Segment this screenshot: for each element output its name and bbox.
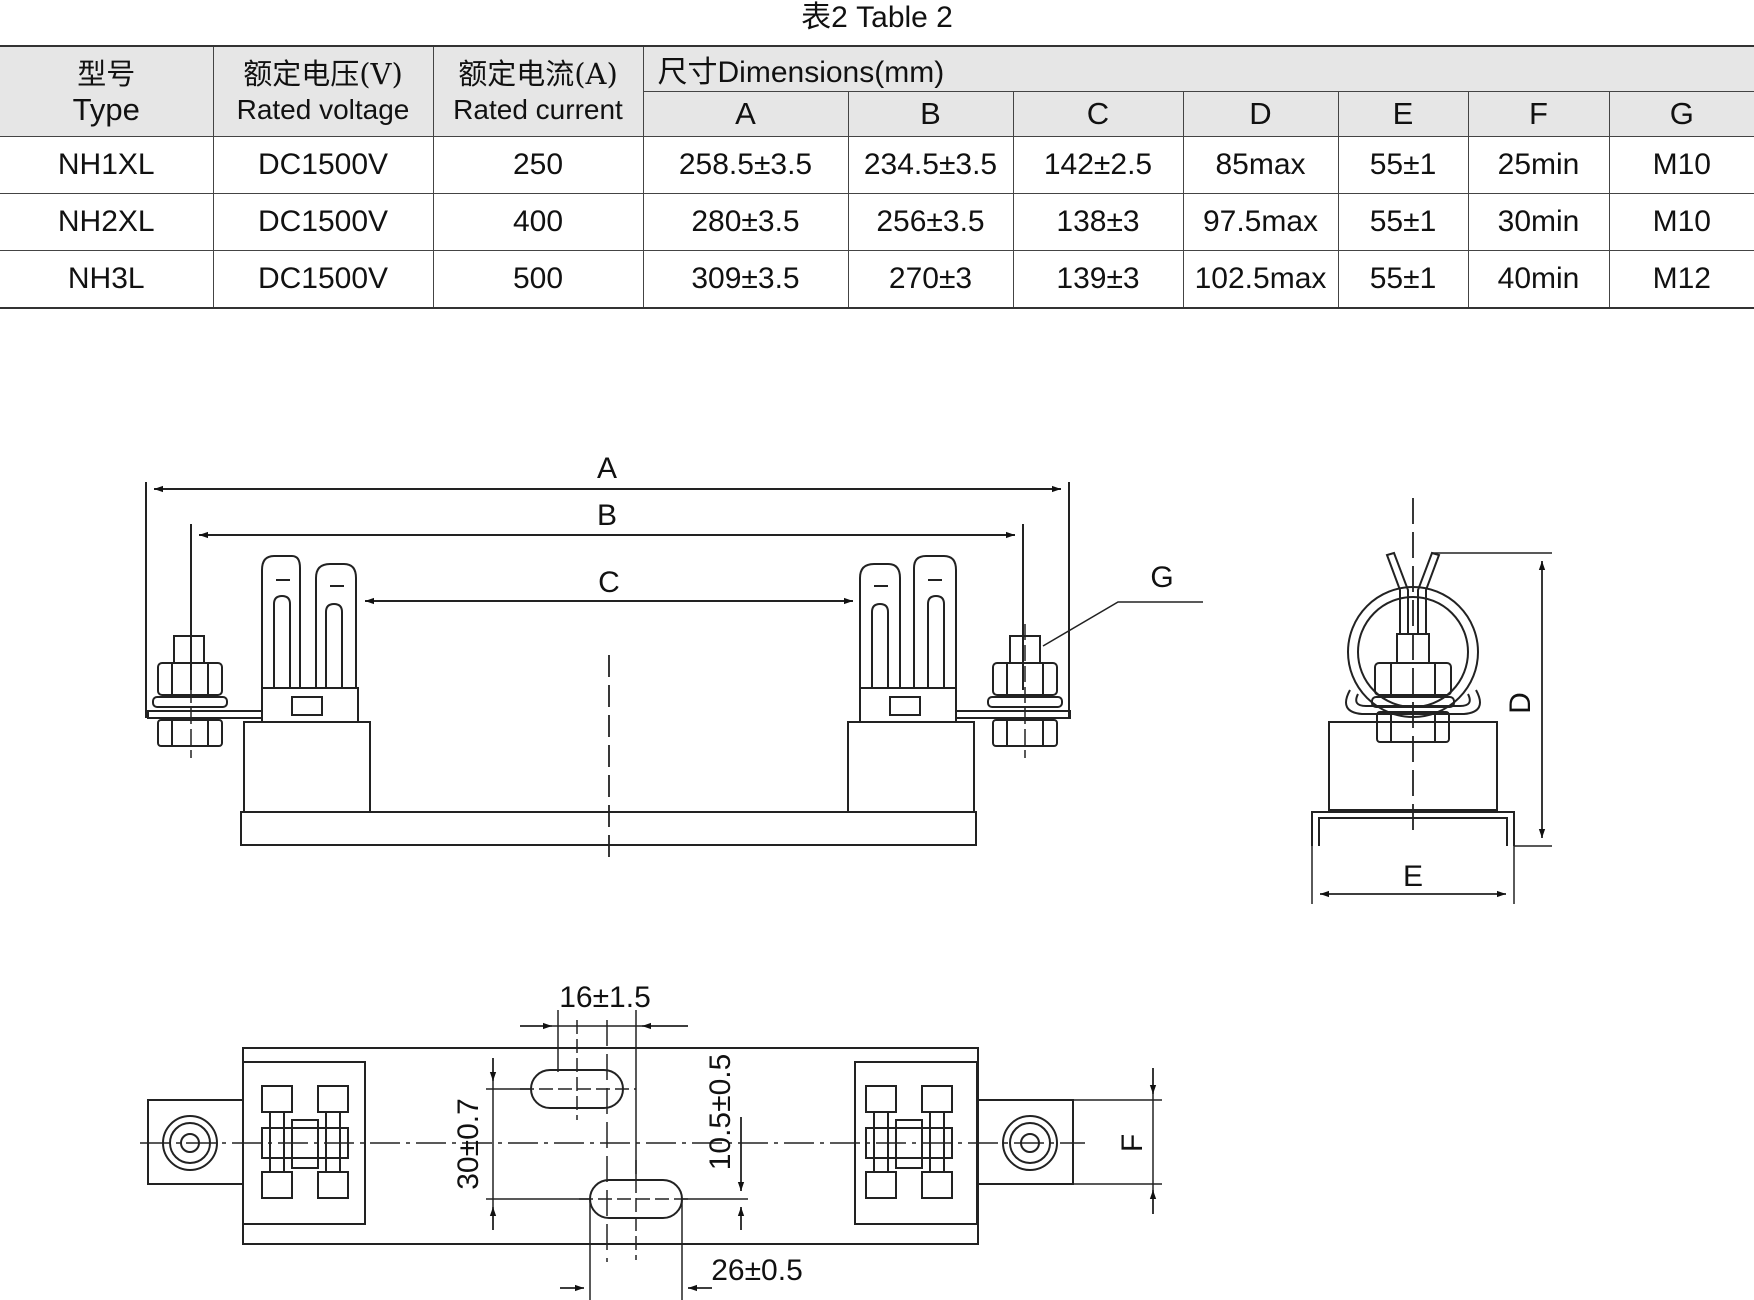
current-header: 额定电流(A) Rated current (432, 45, 644, 137)
top-view (140, 1010, 1162, 1300)
cell-g: M10 (1608, 193, 1754, 251)
cell-g: M12 (1608, 250, 1754, 309)
cell-f: 40min (1467, 250, 1610, 309)
label-e: E (1403, 860, 1423, 893)
dim-col-e: E (1337, 91, 1469, 137)
dim-col-c: C (1012, 91, 1184, 137)
cell-a: 309±3.5 (642, 250, 849, 309)
label-slot-spacing: 30±0.7 (452, 1098, 485, 1190)
right-insulator (847, 721, 975, 813)
cell-current: 500 (432, 250, 644, 309)
label-slot-width: 16±1.5 (559, 981, 651, 1014)
cell-voltage: DC1500V (212, 250, 434, 309)
left-insulator (243, 721, 371, 813)
cell-voltage: DC1500V (212, 193, 434, 251)
dim-col-g: G (1608, 91, 1754, 137)
dim-col-f: F (1467, 91, 1610, 137)
cell-d: 97.5max (1182, 193, 1339, 251)
cell-b: 256±3.5 (847, 193, 1014, 251)
dim-col-d: D (1182, 91, 1339, 137)
cell-d: 85max (1182, 136, 1339, 194)
cell-type: NH2XL (0, 193, 214, 251)
g-leader (1042, 601, 1203, 647)
voltage-header: 额定电压(V) Rated voltage (212, 45, 434, 137)
dimensions-header: 尺寸Dimensions(mm) (642, 45, 1754, 92)
side-view (1311, 498, 1552, 904)
cell-c: 138±3 (1012, 193, 1184, 251)
cell-voltage: DC1500V (212, 136, 434, 194)
label-c: C (598, 566, 620, 599)
cell-current: 400 (432, 193, 644, 251)
dim-col-a: A (643, 91, 849, 137)
label-slot-offset: 10.5±0.5 (704, 1054, 737, 1171)
right-bolt (987, 624, 1063, 758)
cell-b: 270±3 (847, 250, 1014, 309)
table-row: NH3L DC1500V 500 309±3.5 270±3 139±3 102… (0, 250, 1754, 309)
label-a: A (597, 452, 617, 485)
cell-a: 258.5±3.5 (642, 136, 849, 194)
label-g: G (1150, 561, 1173, 594)
cell-g: M10 (1608, 136, 1754, 194)
cell-type: NH3L (0, 250, 214, 309)
table-row: NH2XL DC1500V 400 280±3.5 256±3.5 138±3 … (0, 193, 1754, 251)
label-f: F (1116, 1134, 1149, 1152)
label-b: B (597, 499, 617, 532)
type-header: 型号 Type (0, 45, 214, 137)
cell-c: 139±3 (1012, 250, 1184, 309)
left-bolt (152, 624, 228, 758)
table-row: NH1XL DC1500V 250 258.5±3.5 234.5±3.5 14… (0, 136, 1754, 194)
spec-table: 型号 Type 额定电压(V) Rated voltage 额定电流(A) Ra… (0, 45, 1754, 309)
cell-b: 234.5±3.5 (847, 136, 1014, 194)
cell-type: NH1XL (0, 136, 214, 194)
label-slot-pitch: 26±0.5 (711, 1254, 803, 1287)
label-d: D (1504, 692, 1537, 714)
cell-a: 280±3.5 (642, 193, 849, 251)
dim-col-b: B (847, 91, 1014, 137)
cell-d: 102.5max (1182, 250, 1339, 309)
cell-e: 55±1 (1337, 193, 1469, 251)
front-view (145, 482, 1203, 862)
table-title: 表2 Table 2 (801, 1, 953, 34)
cell-c: 142±2.5 (1012, 136, 1184, 194)
top-base-plate (242, 1047, 979, 1245)
side-body (1328, 721, 1498, 811)
